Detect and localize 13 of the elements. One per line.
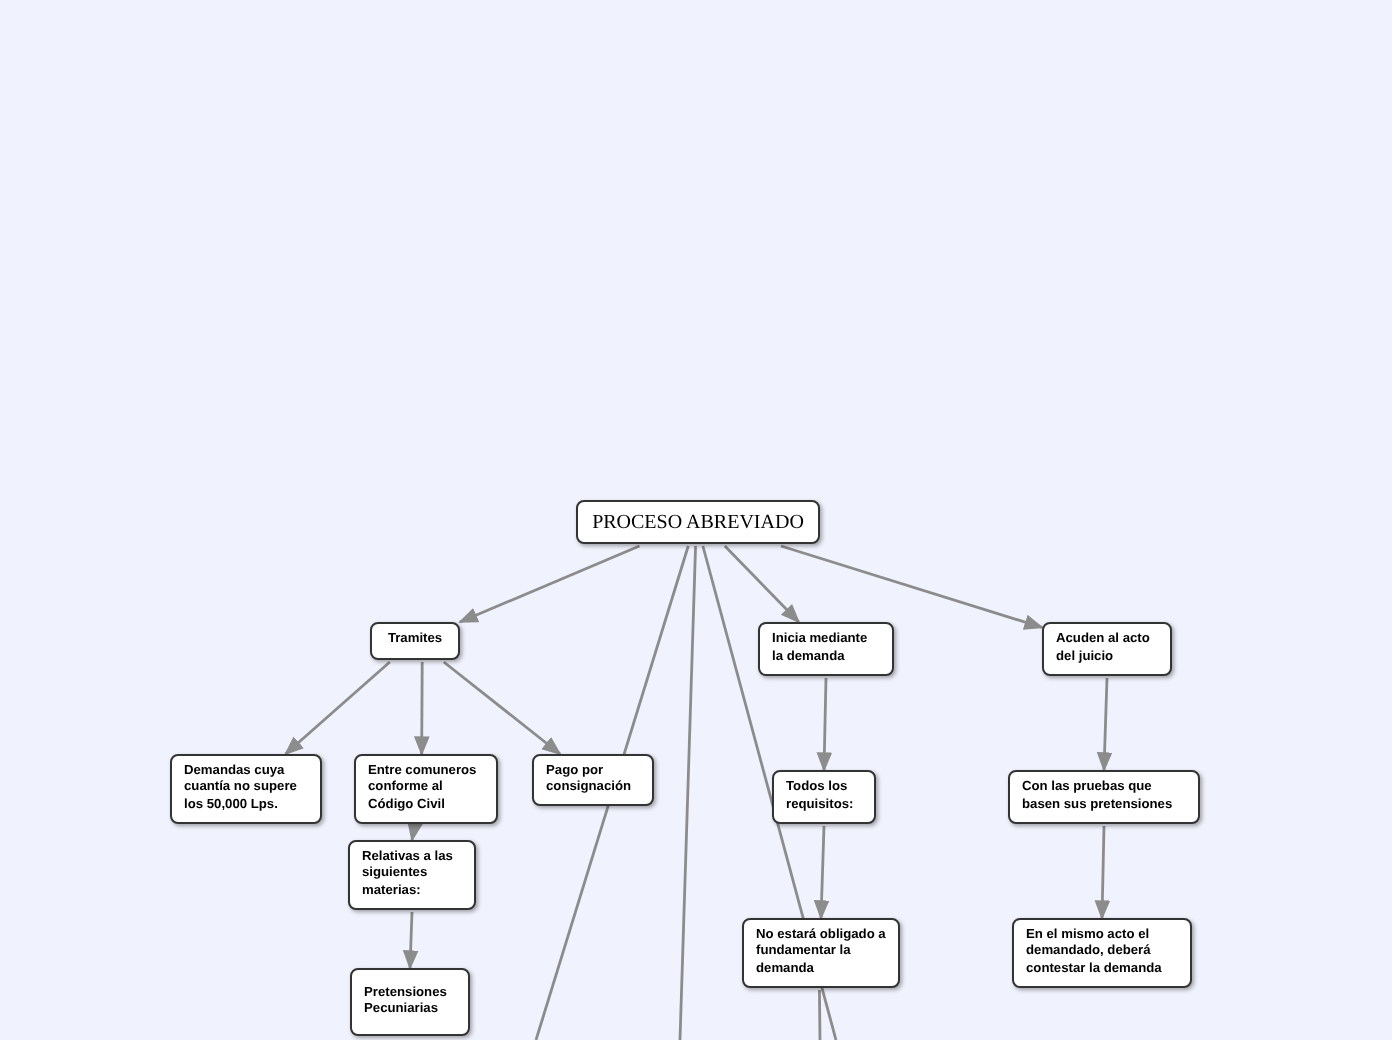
arrow bbox=[1094, 825, 1111, 920]
arrow bbox=[442, 660, 562, 756]
arrow bbox=[816, 677, 833, 772]
title-box: PROCESO ABREVIADO bbox=[576, 500, 820, 544]
arrow bbox=[407, 821, 423, 842]
arrow bbox=[413, 662, 430, 756]
arrow bbox=[402, 911, 419, 970]
arrow bbox=[780, 544, 1044, 630]
arrow bbox=[1096, 677, 1113, 772]
arrow bbox=[284, 660, 391, 756]
arrow bbox=[813, 825, 830, 920]
arrow bbox=[723, 545, 801, 624]
arrow bbox=[458, 544, 640, 624]
